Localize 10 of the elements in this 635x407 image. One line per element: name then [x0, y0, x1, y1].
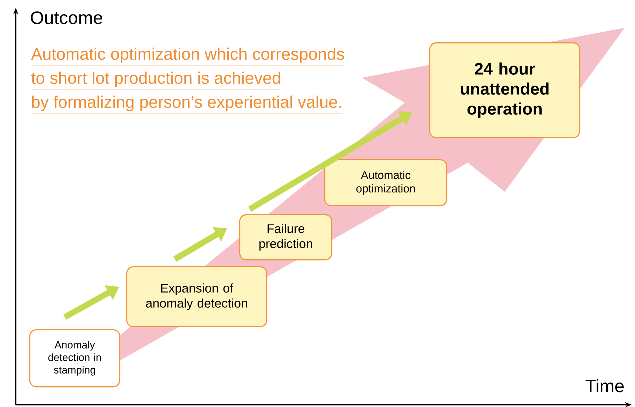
step-box: Anomaly detection in stamping: [29, 329, 121, 388]
step-box: Automatic optimization: [324, 159, 448, 207]
note-text: to short lot production is achieved: [31, 72, 282, 90]
note-text: by formalizing person’s experiential value.: [31, 96, 344, 114]
note-text: Automatic optimization which corresponds: [31, 48, 346, 66]
step-box: Expansion of anomaly detection: [126, 266, 268, 328]
step-box: Failure prediction: [239, 214, 333, 261]
axis-label: Time: [586, 379, 624, 393]
step-box: 24 hour unattended operation: [429, 42, 581, 138]
axis-label: Outcome: [31, 12, 102, 24]
